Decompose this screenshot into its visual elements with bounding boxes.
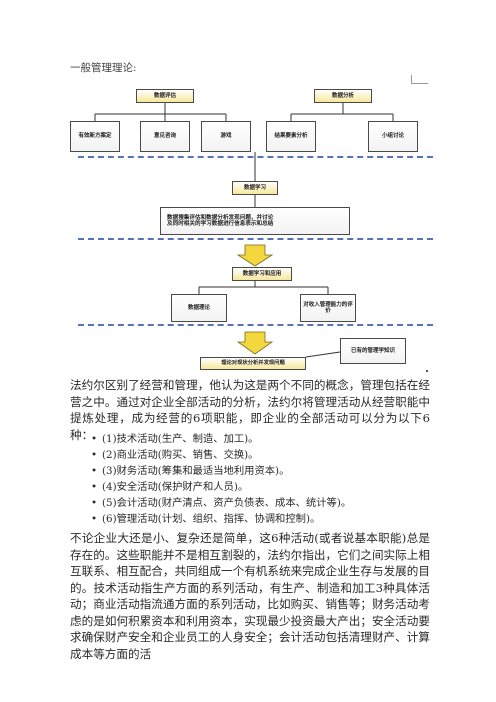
dashed-separator-1: [78, 156, 433, 158]
flow-diagram: 数据评估 数据分析 有效新方案定 意见咨询 游戏 结果要素分析 小组讨论 数据学…: [70, 89, 433, 370]
page-dot: [426, 370, 428, 372]
list-item: (4)安全活动(保护财产和人员)。: [91, 479, 351, 495]
list-item: (3)财务活动(筹集和最适当地利用资本)。: [91, 463, 351, 479]
activity-list: (1)技术活动(生产、制造、加工)。 (2)商业活动(购买、销售、交换)。 (3…: [91, 431, 351, 527]
row1-box-1: 有效新方案定: [70, 121, 120, 152]
summary-box: 数据搜集评估和数据分析发现问题，并讨论 及同时相关的学习数据进行信息表示和总结: [160, 207, 350, 235]
row1-box-4: 结果要素分析: [266, 121, 316, 152]
row1-box-2: 意见咨询: [140, 121, 190, 152]
row1-box-5: 小组讨论: [368, 121, 418, 152]
summary-line-1: 数据搜集评估和数据分析发现问题，并讨论: [167, 214, 274, 221]
evaluation-box: 对收入管理能力的评价: [300, 294, 356, 322]
analysis-box: 数据分析: [314, 89, 372, 103]
theory-box: 数据理论: [171, 294, 227, 322]
learning-box: 数据学习: [232, 181, 278, 195]
summary-line-2: 及同时相关的学习数据进行信息表示和总结: [167, 221, 274, 227]
section-heading: 一般管理理论:: [70, 62, 137, 74]
paragraph-1: 法约尔区别了经营和管理，他认为这是两个不同的概念，管理包括在经营之中。通过对企业…: [70, 378, 430, 442]
result-box: 理论对现状分析并发现问题: [200, 357, 306, 370]
list-item: (2)商业活动(购买、销售、交换)。: [91, 447, 351, 463]
dashed-separator-3: [78, 324, 433, 326]
corner-crop-mark: [411, 75, 428, 84]
paragraph-2: 不论企业大还是小、复杂还是简单，这6种活动(或者说基本职能)总是存在的。这些职能…: [70, 531, 430, 661]
list-item: (1)技术活动(生产、制造、加工)。: [91, 431, 351, 447]
row1-box-3: 游戏: [201, 121, 251, 152]
list-item: (5)会计活动(财产清点、资产负债表、成本、统计等)。: [91, 495, 351, 511]
assessment-box: 数据评估: [136, 89, 194, 103]
dashed-separator-2: [78, 238, 433, 240]
knowledge-box: 已有的管理学知识: [340, 338, 406, 364]
list-item: (6)管理活动(计划、组织、指挥、协调和控制)。: [91, 511, 351, 527]
diagram-connectors: [94, 103, 394, 358]
application-box: 数据学习和应用: [232, 267, 292, 281]
